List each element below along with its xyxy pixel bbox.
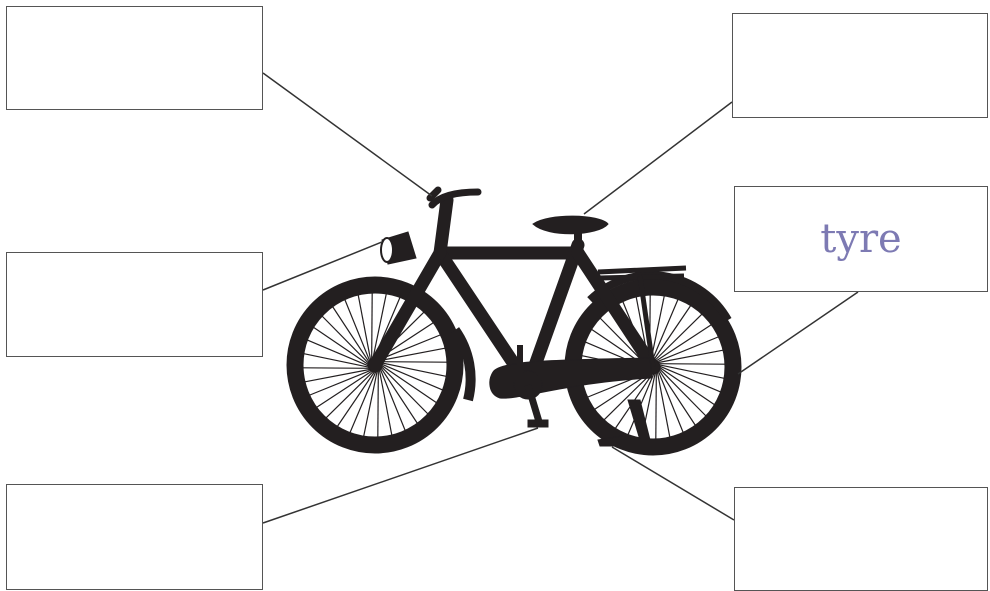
- label-box-handlebar[interactable]: [6, 6, 263, 110]
- spoke: [304, 354, 370, 368]
- leader-line-top-left: [263, 73, 432, 196]
- spoke: [364, 371, 378, 437]
- spoke: [380, 362, 447, 363]
- leader-line-top-right: [584, 102, 732, 214]
- spoke: [657, 371, 670, 437]
- spoke: [305, 369, 371, 382]
- spoke: [658, 364, 725, 365]
- label-box-stand[interactable]: [734, 487, 988, 591]
- leader-line-middle-right: [738, 292, 858, 374]
- label-text-tyre: tyre: [820, 216, 901, 262]
- pedal: [528, 420, 548, 427]
- label-box-seat[interactable]: [732, 13, 988, 118]
- spoke: [358, 295, 371, 361]
- spoke: [303, 368, 370, 369]
- spoke: [659, 365, 725, 379]
- spoke: [372, 293, 373, 360]
- saddle: [533, 216, 608, 234]
- rear-stand: [628, 400, 650, 440]
- spoke: [379, 369, 392, 435]
- label-box-pedal[interactable]: [6, 484, 263, 590]
- spoke: [378, 370, 379, 437]
- spoke: [656, 372, 657, 439]
- leader-line-bottom-right: [612, 447, 734, 520]
- spoke: [381, 363, 447, 377]
- spoke: [657, 350, 723, 363]
- bicycle-frame: [375, 200, 653, 385]
- handlebar: [430, 190, 478, 205]
- head-lamp: [381, 232, 416, 264]
- label-box-lamp[interactable]: [6, 252, 263, 357]
- label-box-tyre[interactable]: tyre: [734, 186, 988, 292]
